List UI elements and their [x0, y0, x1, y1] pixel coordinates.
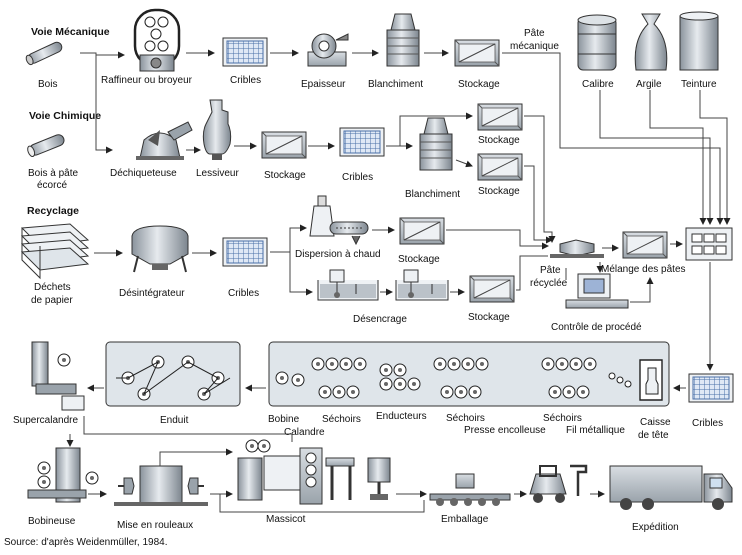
control-panel-icon — [685, 227, 733, 261]
roll-wrapper-icon — [114, 465, 208, 506]
label-bobine: Bobine — [268, 414, 300, 425]
label-argile: Argile — [636, 79, 662, 90]
hot-dispersion-icon — [309, 195, 369, 246]
waste-paper-icon — [20, 223, 90, 280]
label-controle: Contrôle de procédé — [551, 322, 642, 333]
label-dechiqueteuse: Déchiqueteuse — [110, 168, 177, 179]
bleaching-tower-icon-1 — [386, 13, 420, 67]
label-stockage-3: Stockage — [478, 135, 520, 146]
label-dispersion: Dispersion à chaud — [295, 249, 381, 260]
mixing-chest-icon — [550, 239, 604, 258]
label-bois-ecorce-2: écorcé — [37, 180, 67, 191]
digester-icon — [202, 99, 232, 160]
storage-icon-mix — [622, 231, 668, 259]
label-pate-mecanique-1: Pâte — [524, 28, 545, 39]
label-stockage-6: Stockage — [468, 312, 510, 323]
refiner-icon — [133, 8, 181, 72]
paper-machine-panel — [268, 341, 670, 407]
label-blanchiment-1: Blanchiment — [368, 79, 423, 90]
storage-icon-1 — [454, 39, 500, 67]
label-melange: Mélange des pâtes — [601, 264, 686, 275]
packaging-conveyor-icon — [429, 473, 511, 506]
pulper-icon — [131, 225, 189, 273]
section-mechanical: Voie Mécanique — [31, 26, 110, 38]
label-caisse-1: Caisse — [640, 417, 671, 428]
storage-icon-5 — [399, 217, 445, 245]
label-presse: Presse encolleuse — [464, 425, 546, 436]
storage-icon-4 — [477, 153, 523, 181]
deinking-cells-icon — [317, 269, 449, 301]
label-pate-recyclee-2: récyclée — [530, 278, 568, 289]
clay-bag-icon — [634, 13, 668, 71]
label-enducteurs: Enducteurs — [376, 411, 427, 422]
label-sechoirs-3: Séchoirs — [543, 413, 582, 424]
chipper-icon — [136, 121, 193, 160]
label-blanchiment-2: Blanchiment — [405, 189, 460, 200]
screen-icon-3 — [222, 237, 268, 267]
winder-icon — [27, 447, 99, 503]
source-note: Source: d'après Weidenmüller, 1984. — [4, 537, 168, 548]
barrel-icon — [577, 14, 617, 71]
label-teinture: Teinture — [681, 79, 717, 90]
label-raffineur: Raffineur ou broyeur — [101, 75, 193, 86]
label-bois: Bois — [38, 79, 57, 90]
label-bobineuse: Bobineuse — [28, 516, 76, 527]
label-stockage-4: Stockage — [478, 186, 520, 197]
label-stockage-1: Stockage — [458, 79, 500, 90]
label-caisse-2: de tête — [638, 430, 669, 441]
label-dechets-1: Déchets — [34, 282, 71, 293]
label-stockage-5: Stockage — [398, 254, 440, 265]
label-cribles-1: Cribles — [230, 75, 261, 86]
label-cribles-2: Cribles — [342, 172, 373, 183]
cutter-icon — [237, 439, 391, 505]
section-chemical: Voie Chimique — [29, 110, 101, 122]
label-pate-mecanique-2: mécanique — [510, 41, 559, 52]
label-calibre: Calibre — [582, 79, 614, 90]
label-massicot: Massicot — [266, 514, 306, 525]
coater-panel — [105, 341, 241, 407]
label-epaisseur: Epaisseur — [301, 79, 346, 90]
label-mise: Mise en rouleaux — [117, 520, 193, 531]
screen-icon-1 — [222, 37, 268, 67]
label-lessiveur: Lessiveur — [196, 168, 239, 179]
forklift-icon — [529, 464, 588, 503]
label-stockage-2: Stockage — [264, 170, 306, 181]
logs-icon — [25, 41, 63, 66]
dye-tank-icon — [679, 11, 719, 71]
bleaching-tower-icon-2 — [419, 117, 453, 171]
screen-icon-4 — [688, 373, 734, 403]
supercalender-icon — [31, 341, 85, 411]
thickener-icon — [307, 33, 349, 67]
storage-icon-2 — [261, 131, 307, 159]
label-fil: Fil métallique — [566, 425, 625, 436]
label-supercalandre: Supercalandre — [13, 415, 78, 426]
label-expedition: Expédition — [632, 522, 679, 533]
label-dechets-2: de papier — [31, 295, 73, 306]
label-emballage: Emballage — [441, 514, 489, 525]
label-cribles-3: Cribles — [228, 288, 259, 299]
label-cribles-4: Cribles — [692, 418, 723, 429]
label-bois-ecorce-1: Bois à pâte — [28, 168, 78, 179]
label-desintegrateur: Désintégrateur — [119, 288, 185, 299]
storage-icon-6 — [469, 275, 515, 303]
label-pate-recyclee-1: Pâte — [540, 265, 561, 276]
label-desencrage: Désencrage — [353, 314, 407, 325]
debarked-logs-icon — [27, 134, 65, 158]
storage-icon-3 — [477, 103, 523, 131]
label-sechoirs-1: Séchoirs — [322, 414, 361, 425]
screen-icon-2 — [339, 127, 385, 157]
section-recycling: Recyclage — [27, 205, 79, 217]
label-sechoirs-2: Séchoirs — [446, 413, 485, 424]
delivery-truck-icon — [609, 465, 733, 510]
label-enduit: Enduit — [160, 415, 189, 426]
label-calandre: Calandre — [284, 427, 325, 438]
process-control-computer-icon — [565, 273, 629, 309]
